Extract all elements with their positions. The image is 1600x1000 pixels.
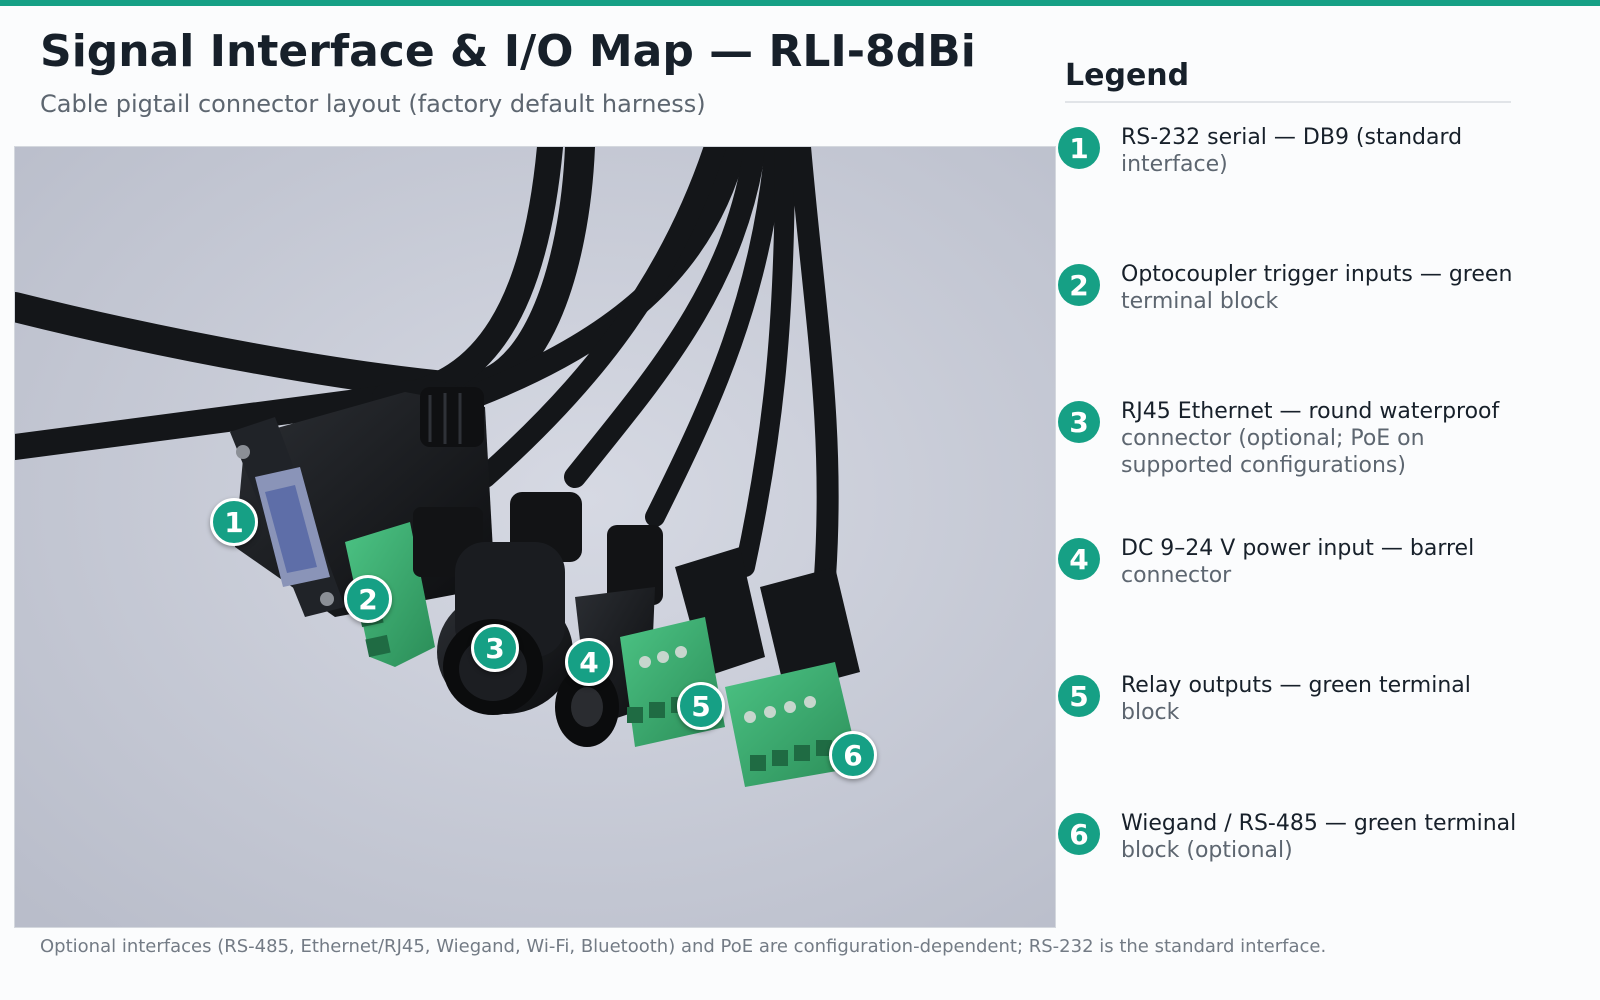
legend-line: Optocoupler trigger inputs — green (1121, 262, 1513, 287)
marker-1: 1 (210, 498, 258, 546)
marker-5: 5 (677, 682, 725, 730)
connector-photo: 1 2 3 4 5 6 (14, 146, 1056, 928)
legend-line: block (1121, 700, 1180, 725)
legend-line: connector (1121, 563, 1232, 588)
legend-line: terminal block (1121, 289, 1279, 314)
legend-title: Legend (1065, 58, 1190, 93)
legend-text-2: Optocoupler trigger inputs — green termi… (1121, 261, 1512, 315)
legend-text-4: DC 9–24 V power input — barrel connector (1121, 535, 1474, 589)
legend-item-1: 1 RS-232 serial — DB9 (standard interfac… (1058, 124, 1588, 178)
legend-line: block (optional) (1121, 838, 1293, 863)
legend-badge-1: 1 (1058, 127, 1100, 169)
legend-text-1: RS-232 serial — DB9 (standard interface) (1121, 124, 1462, 178)
legend-divider (1065, 101, 1511, 103)
legend-text-3: RJ45 Ethernet — round waterproof connect… (1121, 398, 1499, 479)
legend-badge-6: 6 (1058, 813, 1100, 855)
marker-6: 6 (829, 731, 877, 779)
legend-text-5: Relay outputs — green terminal block (1121, 672, 1471, 726)
legend-line: RS-232 serial — DB9 (standard (1121, 125, 1463, 150)
legend-line: RJ45 Ethernet — round waterproof (1121, 399, 1500, 424)
marker-3: 3 (471, 624, 519, 672)
legend-item-4: 4 DC 9–24 V power input — barrel connect… (1058, 535, 1588, 589)
footnote: Optional interfaces (RS-485, Ethernet/RJ… (40, 936, 1327, 957)
legend-item-3: 3 RJ45 Ethernet — round waterproof conne… (1058, 398, 1588, 479)
marker-4: 4 (565, 638, 613, 686)
legend-badge-2: 2 (1058, 264, 1100, 306)
legend-line: DC 9–24 V power input — barrel (1121, 536, 1475, 561)
legend-item-5: 5 Relay outputs — green terminal block (1058, 672, 1588, 726)
page-subtitle: Cable pigtail connector layout (factory … (40, 90, 706, 118)
legend-badge-5: 5 (1058, 675, 1100, 717)
marker-2: 2 (344, 575, 392, 623)
legend-line: connector (optional; PoE on (1121, 426, 1425, 451)
cable-harness-illustration (15, 147, 1055, 927)
top-accent-bar (0, 0, 1600, 6)
terminal-block-wiegand (725, 567, 860, 787)
legend-badge-4: 4 (1058, 538, 1100, 580)
page-title: Signal Interface & I/O Map — RLI-8dBi (40, 26, 976, 77)
legend-line: supported configurations) (1121, 453, 1406, 478)
legend-line: Relay outputs — green terminal (1121, 673, 1471, 698)
legend-item-6: 6 Wiegand / RS-485 — green terminal bloc… (1058, 810, 1588, 864)
cable-bundle (433, 147, 839, 588)
legend-text-6: Wiegand / RS-485 — green terminal block … (1121, 810, 1516, 864)
legend-badge-3: 3 (1058, 401, 1100, 443)
legend-item-2: 2 Optocoupler trigger inputs — green ter… (1058, 261, 1588, 315)
legend-line: interface) (1121, 152, 1228, 177)
legend-line: Wiegand / RS-485 — green terminal (1121, 811, 1517, 836)
